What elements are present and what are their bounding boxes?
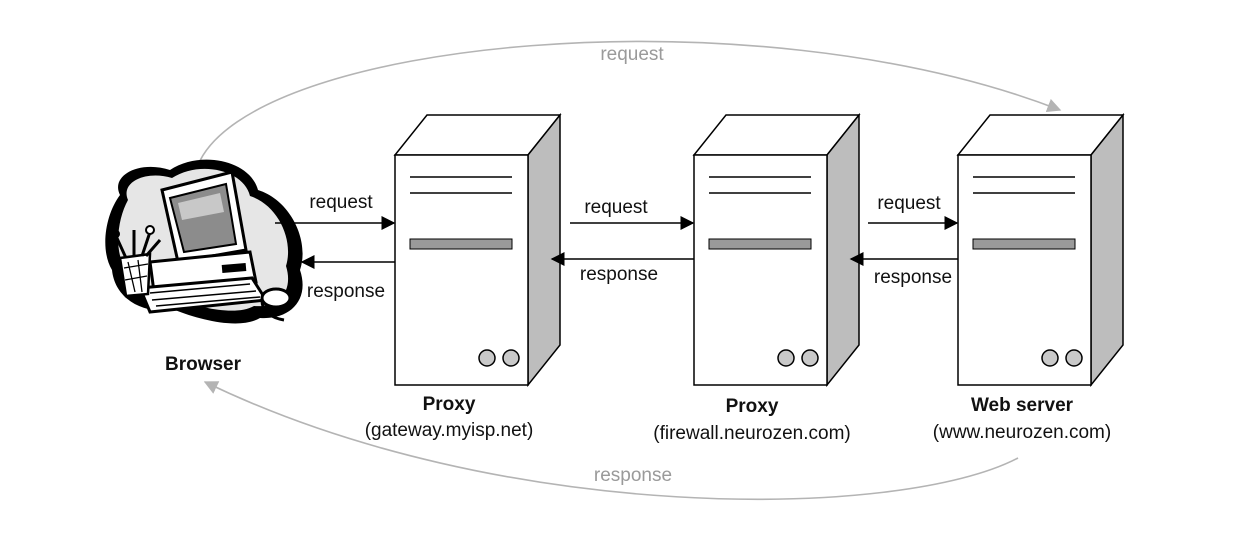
proxy2-label: Proxy	[726, 396, 779, 417]
response-label: response	[307, 281, 385, 302]
overall-request-flow: request	[197, 40, 1062, 166]
proxy2-host: (firewall.neurozen.com)	[653, 423, 850, 444]
proxy1-host: (gateway.myisp.net)	[365, 420, 534, 441]
tower-server-icon	[393, 112, 562, 388]
overall-request-arrow	[197, 40, 1062, 166]
web-server-label: Web server	[971, 395, 1074, 416]
overall-request-label: request	[600, 44, 664, 65]
response-label: response	[580, 264, 658, 285]
request-label: request	[877, 193, 941, 214]
request-label: request	[584, 197, 648, 218]
link-proxy1-proxy2: request response	[550, 197, 695, 285]
overall-response-label: response	[594, 465, 672, 486]
tower-server-icon	[692, 112, 861, 388]
link-browser-proxy1: request response	[275, 192, 396, 302]
web-server-host: (www.neurozen.com)	[933, 422, 1111, 443]
browser-label: Browser	[165, 354, 242, 375]
overall-response-arrow	[203, 381, 1019, 501]
request-label: request	[309, 192, 373, 213]
overall-response-flow: response	[203, 381, 1019, 501]
desktop-computer-icon	[105, 159, 303, 324]
response-label: response	[874, 267, 952, 288]
link-proxy2-web: request response	[849, 193, 959, 288]
proxy1-label: Proxy	[423, 394, 476, 415]
tower-server-icon	[956, 112, 1125, 388]
